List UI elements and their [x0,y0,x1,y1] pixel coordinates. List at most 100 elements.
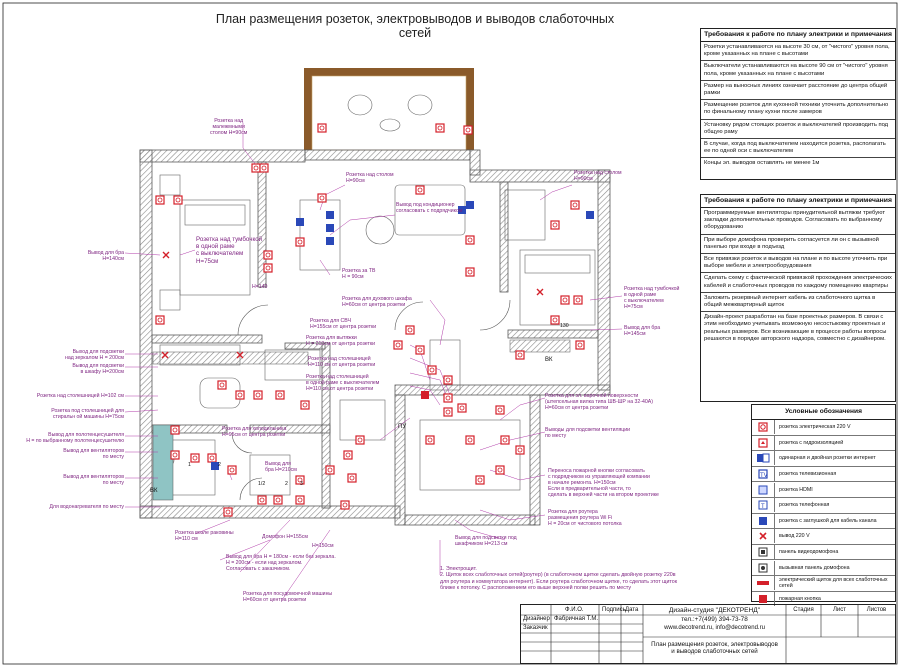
socket-icon [752,420,775,435]
phone-socket-icon: T [752,498,775,513]
blank-socket-icon [752,513,775,528]
legend-item: одинарная и двойная розетки интернет [752,451,895,467]
svg-text:TV: TV [760,473,768,479]
room-label-bk: ВК [150,488,158,494]
mark-half: 1/2 [258,481,266,487]
sheet-title: План размещения розеток, электровыводов … [651,641,778,655]
socket-marker [155,315,165,325]
label-ac-outlet: Вывод под кондиционер согласовать с подр… [396,202,463,214]
socket-marker [573,295,583,305]
power-outlet-marker [536,288,544,296]
network-socket-marker [296,218,304,226]
requirements-header: Требования к работе по плану электрики и… [701,29,895,42]
socket-marker [570,200,580,210]
socket-marker-dot [437,125,443,131]
mark-1: 1 [188,462,191,468]
label-sconce-2: Вывод для бра Н=210см [265,461,297,473]
legend-item: TV розетка телевизионная [752,467,895,483]
socket-marker [560,295,570,305]
socket-marker-dot [302,402,308,408]
socket-marker-dot [407,327,413,333]
requirement2-item: Все привязки розеток и выводов на плане … [701,254,895,274]
legend-text: одинарная и двойная розетки интернет [779,455,876,462]
socket-marker [343,450,353,460]
room-label-bk-2: ВК [545,357,553,363]
requirement2-item: Сделать схему с фактической привязкой пр… [701,273,895,293]
designer-name: Фабричная Т.М. [554,616,599,622]
network-socket-marker [458,206,466,214]
sheet-label: Лист [832,607,847,613]
socket-marker [190,453,200,463]
socket-marker [465,267,475,277]
socket-marker [495,405,505,415]
socket-marker [257,495,267,505]
socket-marker-dot [575,297,581,303]
legend-text: розетка телевизионная [779,471,837,478]
requirement2-item: При выборе домофона проверить согласуетс… [701,235,895,255]
label-sconce-mirror: Вывод для бра Н = 180см - если без зерка… [226,554,336,572]
mark-2b: 2 [285,481,288,487]
socket-marker [251,163,261,173]
label-h150: Н=150см [312,543,334,549]
socket-marker-dot [349,475,355,481]
label-sink-socket: Розетка возле раковины Н=110 см [175,530,234,542]
socket-marker-dot [467,437,473,443]
socket-marker-dot [219,382,225,388]
socket-marker-dot [427,437,433,443]
label-fans: Вывод для вентиляторов по месту [63,448,124,460]
socket-marker-dot [517,447,523,453]
socket-marker-dot [297,497,303,503]
requirement2-item: Дизайн-проект разработан на базе проектн… [704,314,887,342]
requirement2-item: Программируемые вентиляторы принудительн… [701,208,895,235]
socket-marker-dot [445,395,451,401]
socket-marker-dot [517,352,523,358]
socket-marker [347,473,357,483]
label-counter-socket-2: Розетка над столешницей Н=110 см от цент… [308,356,376,368]
legend-text: вызывная панель домофона [779,564,850,571]
designer-role: Дизайнер [523,616,550,622]
legend-text: розетка электрическая 220 V [779,424,851,431]
socket-marker-dot [552,222,558,228]
socket-marker [425,435,435,445]
socket-marker-dot [465,127,471,133]
socket-marker [155,195,165,205]
mark-3: 3 [300,481,303,487]
studio-phone: тел.:+7(499) 394-73-78 [681,616,748,623]
client-role: Заказчик [523,625,548,631]
socket-marker [515,445,525,455]
socket-marker-dot [502,437,508,443]
socket-marker-dot [275,497,281,503]
socket-marker-dot [319,195,325,201]
video-intercom-icon [752,545,775,560]
socket-marker [295,475,305,485]
network-socket-marker [326,224,334,232]
panel-notes: 1. Электрощит. 2. Щиток всех слаботочных… [440,566,678,592]
socket-marker [273,495,283,505]
socket-marker [295,237,305,247]
socket-marker-dot [229,467,235,473]
legend-item: розетка электрическая 220 V [752,420,895,436]
requirement-item: В случае, когда под выключателем находит… [701,139,895,159]
socket-marker [550,220,560,230]
label-hood-socket: Розетка для вытяжки Н = 210см от центра … [306,335,376,347]
balcony [304,68,474,151]
socket-marker-dot [265,265,271,271]
socket-marker [217,380,227,390]
internet-socket-icon [752,451,775,466]
socket-marker-dot [327,467,333,473]
studio-name: Дизайн-студия "ДЕКОТРЕНД" [668,607,761,614]
socket-marker [207,453,217,463]
socket-marker-dot [445,377,451,383]
label-tv-socket: Розетка за ТВ Н = 90см [342,268,376,280]
socket-marker [465,235,475,245]
studio-site: www.decotrend.ru, info@decotrend.ru [664,625,765,631]
socket-marker [475,475,485,485]
socket-marker [443,393,453,403]
label-counter-socket: Розетка над столешницей Н=102 см [36,393,124,399]
label-towel-dryer: Вывод для полотенцесушителя Н = по выбра… [26,432,124,444]
socket-marker [575,340,585,350]
socket-marker [300,400,310,410]
label-desk-socket-2: Розетка над столом Н=90см [346,172,394,184]
